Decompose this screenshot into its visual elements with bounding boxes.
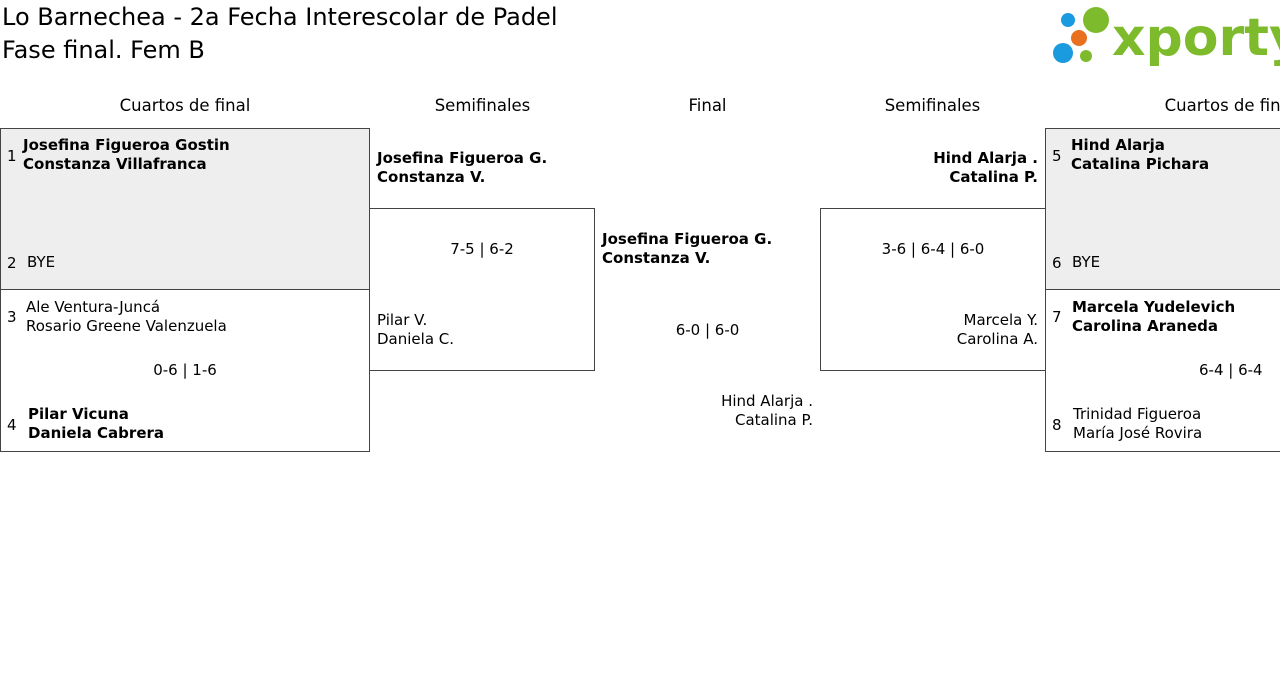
seed-number: 2 <box>7 254 17 272</box>
team-player: Josefina Figueroa G. <box>377 149 548 167</box>
logo-text: xporty <box>1112 8 1280 68</box>
seed-number: 5 <box>1052 147 1062 165</box>
page-title: Lo Barnechea - 2a Fecha Interescolar de … <box>2 3 558 31</box>
match-score: 6-4 | 6-4 <box>1199 361 1263 379</box>
page-subtitle: Fase final. Fem B <box>2 36 205 64</box>
team-player: Marcela Yudelevich <box>1072 298 1236 316</box>
match-score: 3-6 | 6-4 | 6-0 <box>881 240 985 258</box>
xporty-logo[interactable]: xporty <box>1050 4 1280 68</box>
team-player: Carolina A. <box>956 330 1038 348</box>
match-score: 6-0 | 6-0 <box>675 321 740 339</box>
team-player: Pilar Vicuna <box>28 405 129 423</box>
team-player: Marcela Y. <box>963 311 1038 329</box>
team-player: Rosario Greene Valenzuela <box>26 317 227 335</box>
team-player: Catalina P. <box>734 411 813 429</box>
round-header-sf-right: Semifinales <box>884 96 981 115</box>
team-player: Ale Ventura-Juncá <box>26 298 161 316</box>
qf-right-match-1[interactable] <box>1045 128 1280 290</box>
team-player: Daniela C. <box>377 330 455 348</box>
team-player: BYE <box>1072 253 1101 271</box>
seed-number: 7 <box>1052 308 1062 326</box>
team-player: María José Rovira <box>1073 424 1203 442</box>
seed-number: 3 <box>7 308 17 326</box>
round-header-qf-left: Cuartos de final <box>119 96 251 115</box>
team-player: Josefina Figueroa Gostin <box>23 136 230 154</box>
team-player: Catalina Pichara <box>1071 155 1210 173</box>
qf-right-match-2[interactable] <box>1045 289 1280 452</box>
round-header-sf-left: Semifinales <box>434 96 531 115</box>
seed-number: 1 <box>7 147 17 165</box>
qf-left-match-1[interactable] <box>0 128 370 290</box>
seed-number: 4 <box>7 416 17 434</box>
team-player: Constanza V. <box>377 168 486 186</box>
team-player: Pilar V. <box>377 311 428 329</box>
team-player: Josefina Figueroa G. <box>602 230 773 248</box>
team-player: Hind Alarja <box>1071 136 1165 154</box>
match-score: 7-5 | 6-2 <box>450 240 514 258</box>
team-player: Constanza Villafranca <box>23 155 207 173</box>
team-player: BYE <box>27 253 56 271</box>
team-player: Carolina Araneda <box>1072 317 1218 335</box>
team-player: Daniela Cabrera <box>28 424 165 442</box>
team-player: Trinidad Figueroa <box>1073 405 1202 423</box>
team-player: Hind Alarja . <box>721 392 813 410</box>
team-player: Catalina P. <box>949 168 1038 186</box>
sf-left-match[interactable] <box>369 208 595 371</box>
round-header-final: Final <box>688 96 727 115</box>
seed-number: 8 <box>1052 416 1062 434</box>
round-header-qf-right: Cuartos de final <box>1164 96 1280 115</box>
team-player: Constanza V. <box>602 249 711 267</box>
team-player: Hind Alarja . <box>933 149 1038 167</box>
seed-number: 6 <box>1052 254 1062 272</box>
logo-dots-icon <box>1053 7 1109 63</box>
match-score: 0-6 | 1-6 <box>153 361 217 379</box>
